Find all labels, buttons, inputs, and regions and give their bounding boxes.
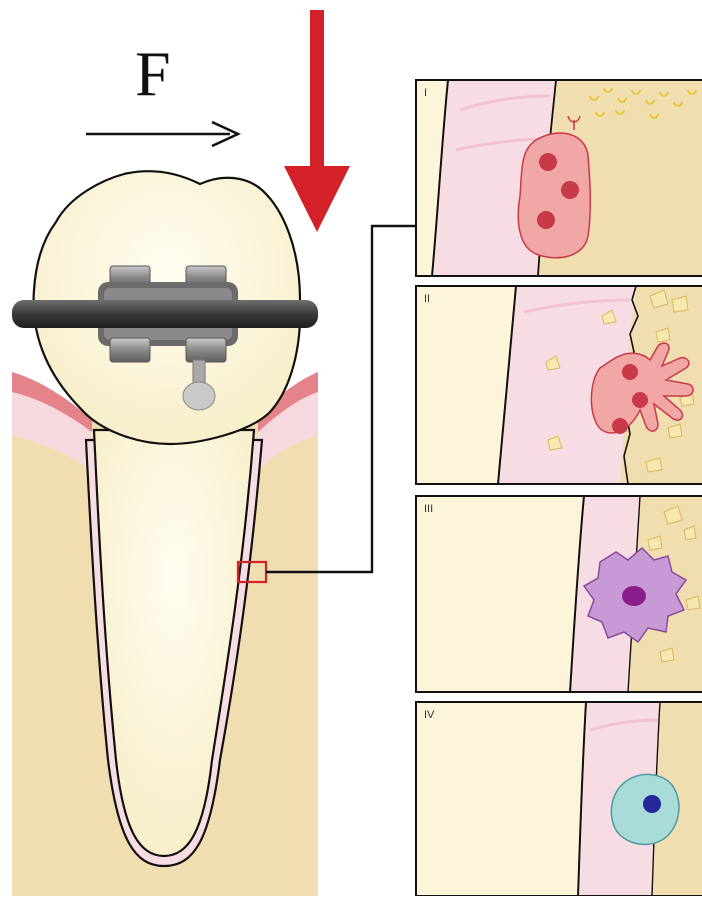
panel-2 <box>416 286 702 484</box>
arch-wire <box>12 300 318 328</box>
tooth-in-socket <box>12 171 318 896</box>
panel-4 <box>416 702 702 896</box>
panel-3-label: III <box>424 503 433 515</box>
panel-2-label: II <box>424 293 430 305</box>
force-label: F <box>135 42 171 106</box>
panel-3 <box>416 496 702 692</box>
horizontal-force-arrow <box>86 122 238 146</box>
panel-1-cell <box>518 133 590 258</box>
panel-1-label: I <box>424 87 427 99</box>
vertical-force-arrow <box>284 10 350 232</box>
panel-4-label: IV <box>424 709 435 721</box>
panel-1 <box>416 80 702 276</box>
